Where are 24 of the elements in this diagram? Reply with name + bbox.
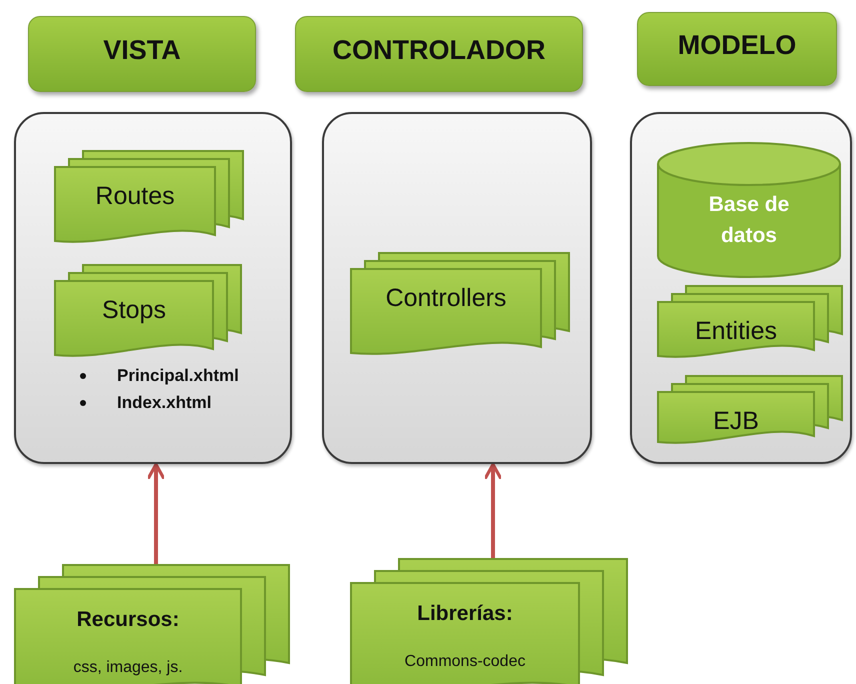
header-box: [637, 12, 837, 86]
header-title: MODELO: [678, 28, 796, 62]
layer-panel: [14, 112, 292, 464]
document-title: Librerías:: [417, 601, 513, 627]
bullet-item: Index.xhtml: [117, 392, 212, 414]
document-title: Recursos:: [76, 607, 180, 633]
document-label: Stops: [102, 295, 166, 326]
arrow: [146, 462, 166, 564]
header-box: [28, 16, 256, 92]
document-label: Entities: [695, 316, 777, 347]
document-label: EJB: [713, 406, 759, 437]
document-label: Controllers: [386, 283, 506, 314]
database-cylinder: [657, 142, 841, 278]
database-label: Base de datos: [708, 192, 790, 249]
document-subtitle: css, images, js.: [73, 658, 183, 678]
document-subtitle: Commons-codec: [404, 652, 526, 672]
header-title: VISTA: [103, 34, 181, 67]
arrow: [483, 462, 503, 558]
header-box: [295, 16, 583, 92]
layer-panel: [322, 112, 592, 464]
bullet-item: Principal.xhtml: [117, 364, 239, 387]
document-label: Routes: [95, 181, 175, 212]
layer-panel: [630, 112, 852, 464]
header-title: CONTROLADOR: [332, 34, 546, 67]
